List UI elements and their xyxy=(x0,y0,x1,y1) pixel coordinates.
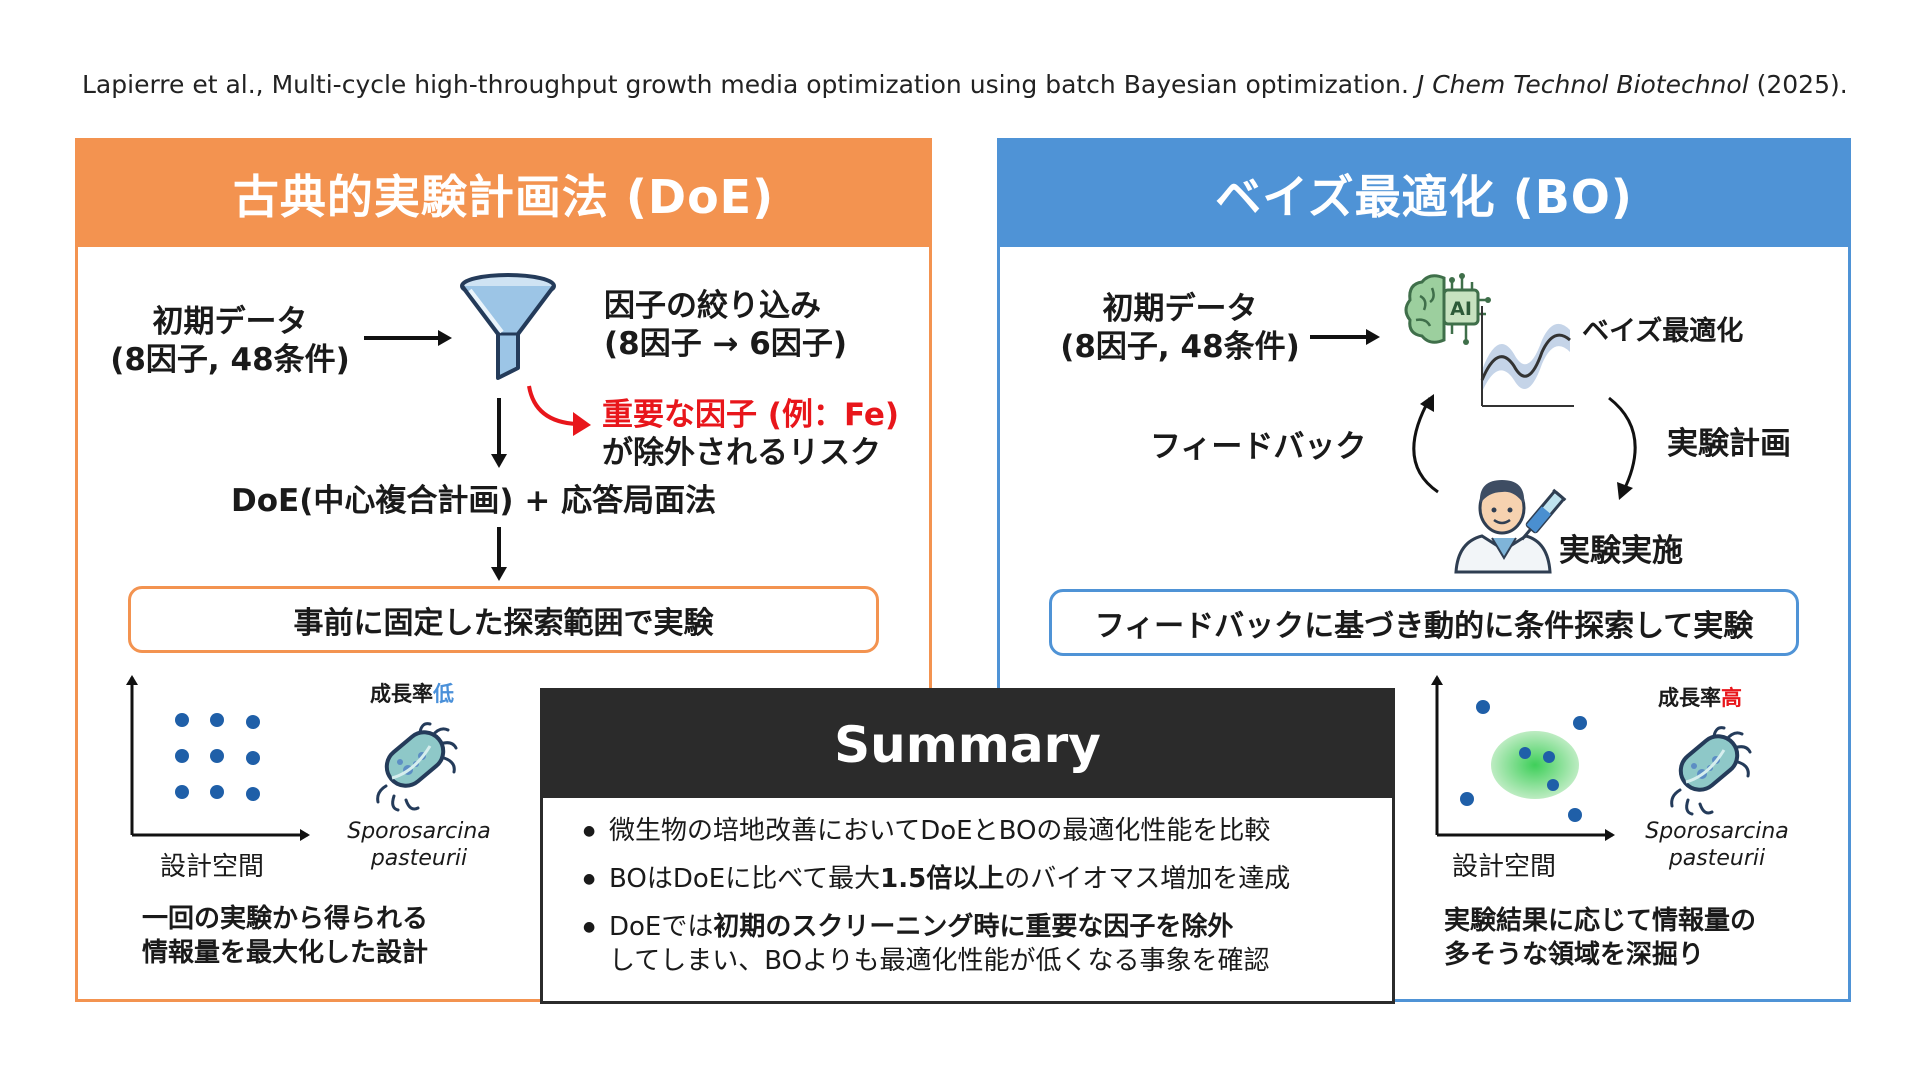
doe-narrowing-line2: (8因子 → 6因子) xyxy=(604,326,848,362)
bo-initial-data-line2: (8因子, 48条件) xyxy=(1060,329,1300,365)
doe-growth-level: 低 xyxy=(433,682,454,706)
doe-point xyxy=(175,749,189,763)
bo-design: 実験計画 xyxy=(1667,426,1791,462)
doe-title: 古典的実験計画法 (DoE) xyxy=(78,141,929,247)
doe-point xyxy=(210,713,224,727)
bo-box: フィードバックに基づき動的に条件探索して実験 xyxy=(1049,589,1799,656)
ai-badge: AI xyxy=(1450,298,1472,320)
summary-b3-line2: してしまい、BOよりも最適化性能が低くなる事象を確認 xyxy=(609,946,1270,976)
doe-point xyxy=(210,749,224,763)
bo-title: ベイズ最適化 (BO) xyxy=(1000,141,1848,247)
doe-point xyxy=(246,715,260,729)
bo-arrow-right-icon xyxy=(1310,329,1380,345)
summary-b2-post: のバイオマス増加を達成 xyxy=(1004,864,1291,894)
risk-curved-arrow-icon xyxy=(527,385,591,436)
doe-point xyxy=(175,713,189,727)
summary-bullet-2: BOはDoEに比べて最大1.5倍以上のバイオマス増加を達成 xyxy=(583,862,1392,896)
bo-point xyxy=(1543,751,1555,763)
summary-list: 微生物の培地改善においてDoEとBOの最適化性能を比較 BOはDoEに比べて最大… xyxy=(543,798,1392,978)
citation-authors: Lapierre et al., Multi-cycle high-throug… xyxy=(82,70,1409,99)
doe-note: 一回の実験から得られる 情報量を最大化した設計 xyxy=(142,902,428,970)
bo-growth-level: 高 xyxy=(1721,686,1742,710)
bacterium-icon xyxy=(376,722,458,812)
doe-initial-data: 初期データ (8因子, 48条件) xyxy=(100,303,360,379)
bo-point xyxy=(1460,792,1474,806)
doe-risk-line1: 重要な因子 (例：Fe) xyxy=(602,397,900,433)
doe-arrow-down-icon xyxy=(491,398,507,468)
bo-execute: 実験実施 xyxy=(1559,533,1683,569)
bo-point xyxy=(1568,808,1582,822)
scientist-icon xyxy=(1454,480,1567,574)
bo-curve-plot-icon xyxy=(1480,306,1574,407)
doe-point xyxy=(210,785,224,799)
doe-risk-line2: が除外されるリスク xyxy=(602,435,881,471)
bo-initial-data: 初期データ (8因子, 48条件) xyxy=(1050,290,1310,366)
doe-growth-rate: 成長率低 xyxy=(370,678,454,708)
doe-species: Sporosarcina pasteurii xyxy=(344,818,494,872)
doe-axis-label: 設計空間 xyxy=(160,852,265,882)
bo-note: 実験結果に応じて情報量の 多そうな領域を深掘り xyxy=(1444,904,1756,972)
citation-year: (2025). xyxy=(1756,70,1848,99)
summary-panel: Summary 微生物の培地改善においてDoEとBOの最適化性能を比較 BOはD… xyxy=(540,688,1395,1004)
bo-axis-label: 設計空間 xyxy=(1452,852,1557,882)
ai-brain-icon xyxy=(1404,273,1491,345)
bacterium-icon xyxy=(1670,726,1752,816)
doe-point xyxy=(246,787,260,801)
doe-arrow-right-icon xyxy=(364,330,452,346)
bo-hotspot xyxy=(1491,731,1579,799)
doe-point xyxy=(246,751,260,765)
bo-point xyxy=(1573,716,1587,730)
doe-box: 事前に固定した探索範囲で実験 xyxy=(128,586,879,653)
doe-species-line1: Sporosarcina xyxy=(347,819,491,844)
doe-arrow-down-2-icon xyxy=(491,527,507,581)
summary-b1: 微生物の培地改善においてDoEとBOの最適化性能を比較 xyxy=(609,816,1271,846)
summary-bullet-3: DoEでは初期のスクリーニング時に重要な因子を除外してしまい、BOよりも最適化性… xyxy=(583,910,1392,978)
summary-b2-bold: 1.5倍以上 xyxy=(880,864,1005,894)
bo-note-line2: 多そうな領域を深掘り xyxy=(1444,940,1705,970)
doe-method: DoE(中心複合計画) + 応答局面法 xyxy=(231,483,717,519)
summary-b3-bold: 初期のスクリーニング時に重要な因子を除外 xyxy=(713,912,1234,942)
bo-species-line1: Sporosarcina xyxy=(1645,819,1789,844)
funnel-icon xyxy=(460,273,556,380)
doe-narrowing-line1: 因子の絞り込み xyxy=(604,288,821,324)
bo-label: ベイズ最適化 xyxy=(1582,316,1744,347)
bo-point xyxy=(1519,747,1531,759)
bo-point xyxy=(1476,700,1490,714)
bo-species: Sporosarcina pasteurii xyxy=(1642,818,1792,872)
doe-growth-label: 成長率 xyxy=(370,682,433,706)
citation: Lapierre et al., Multi-cycle high-throug… xyxy=(82,70,1848,99)
bo-growth-label: 成長率 xyxy=(1658,686,1721,710)
doe-point xyxy=(175,785,189,799)
bo-initial-data-line1: 初期データ xyxy=(1102,291,1258,327)
doe-note-line1: 一回の実験から得られる xyxy=(142,904,429,934)
bo-point xyxy=(1547,779,1559,791)
doe-narrowing: 因子の絞り込み (8因子 → 6因子) xyxy=(604,287,847,363)
bo-design-space-plot xyxy=(1431,675,1615,841)
doe-design-space-plot xyxy=(126,675,310,841)
bo-growth-rate: 成長率高 xyxy=(1658,682,1742,712)
doe-species-line2: pasteurii xyxy=(370,846,468,871)
citation-journal: J Chem Technol Biotechnol xyxy=(1416,70,1749,99)
summary-title: Summary xyxy=(543,691,1392,798)
cycle-arrow-left-icon xyxy=(1412,394,1439,494)
bo-feedback: フィードバック xyxy=(1150,429,1367,465)
summary-bullet-1: 微生物の培地改善においてDoEとBOの最適化性能を比較 xyxy=(583,814,1392,848)
bo-note-line1: 実験結果に応じて情報量の xyxy=(1444,906,1757,936)
cycle-arrow-right-icon xyxy=(1608,396,1637,500)
doe-risk: 重要な因子 (例：Fe) が除外されるリスク xyxy=(602,396,899,472)
bo-species-line2: pasteurii xyxy=(1668,846,1766,871)
doe-initial-data-line1: 初期データ xyxy=(152,304,308,340)
doe-initial-data-line2: (8因子, 48条件) xyxy=(110,342,350,378)
summary-b2-pre: BOはDoEに比べて最大 xyxy=(609,864,881,894)
doe-note-line2: 情報量を最大化した設計 xyxy=(142,938,429,968)
summary-b3-pre: DoEでは xyxy=(609,912,714,942)
